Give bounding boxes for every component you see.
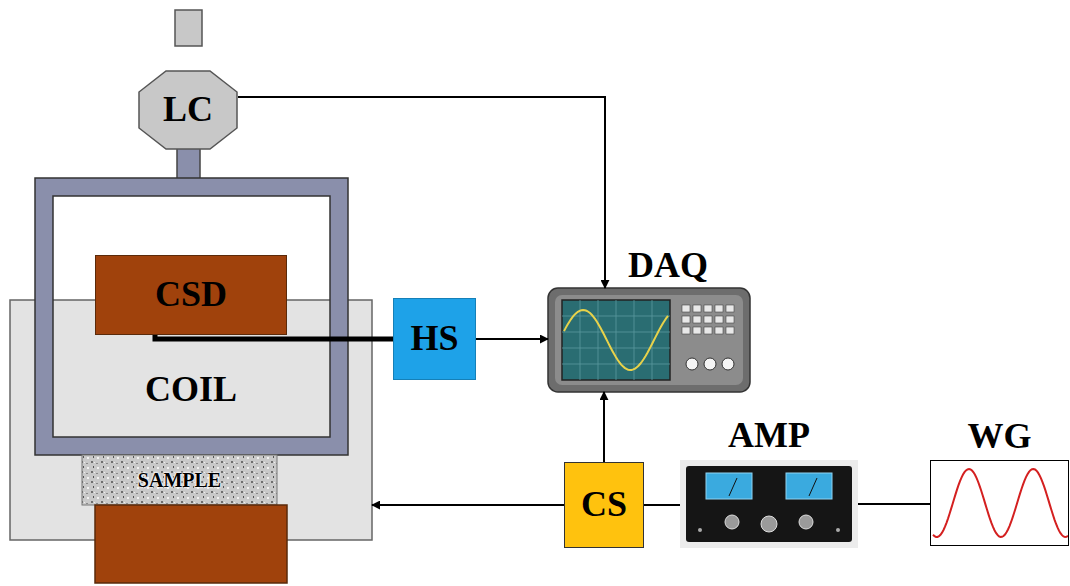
waveform-icon bbox=[933, 469, 1068, 537]
oscilloscope-icon-part-part bbox=[580, 300, 581, 380]
coil-region: COIL SAMPLE bbox=[10, 300, 372, 540]
oscilloscope-icon-part-part bbox=[562, 316, 670, 317]
sample-block: SAMPLE bbox=[82, 455, 277, 505]
signal-connector bbox=[858, 503, 930, 505]
oscilloscope-icon-part bbox=[704, 358, 716, 370]
oscilloscope-icon-part-part bbox=[715, 327, 723, 334]
bottom-pole-part bbox=[95, 505, 287, 583]
daq-oscilloscope: DAQ bbox=[548, 288, 750, 392]
node-label: WG bbox=[931, 417, 1068, 457]
current-sensor-box: CS bbox=[564, 462, 644, 548]
amplifier-icon bbox=[680, 460, 858, 548]
node-label: LC bbox=[163, 90, 213, 130]
oscilloscope-icon-part-part bbox=[715, 305, 723, 312]
sample-block-part bbox=[82, 455, 277, 505]
hall-sensor-box: HS bbox=[393, 298, 476, 380]
oscilloscope-icon-part bbox=[548, 288, 750, 392]
oscilloscope-icon-part-part bbox=[715, 316, 723, 323]
oscilloscope-icon-part-part bbox=[693, 305, 701, 312]
signal-connector bbox=[603, 392, 605, 462]
amplifier-icon-part bbox=[725, 515, 739, 529]
oscilloscope-icon-part-part bbox=[682, 327, 690, 334]
signal-connector bbox=[238, 97, 605, 288]
amplifier-icon-part bbox=[761, 516, 777, 532]
load-frame-part bbox=[35, 178, 348, 455]
oscilloscope-icon-part bbox=[722, 358, 734, 370]
oscilloscope-icon-part bbox=[562, 300, 670, 380]
amplifier-icon-part bbox=[786, 473, 832, 499]
node-label: HS bbox=[410, 319, 458, 359]
load-frame bbox=[35, 178, 348, 455]
csd-pole: CSD bbox=[95, 255, 287, 335]
amplifier-icon-part bbox=[686, 466, 852, 542]
oscilloscope-icon-part-part bbox=[726, 305, 734, 312]
oscilloscope-icon-part-part bbox=[562, 364, 670, 365]
oscilloscope-icon-part bbox=[682, 305, 734, 334]
node-label: AMP bbox=[680, 416, 858, 456]
oscilloscope-icon-part-part bbox=[704, 305, 712, 312]
oscilloscope-icon-part-part bbox=[704, 327, 712, 334]
oscilloscope-icon-part-part bbox=[693, 316, 701, 323]
oscilloscope-icon-part bbox=[564, 310, 668, 370]
oscilloscope-icon bbox=[548, 288, 750, 392]
amplifier-icon-part bbox=[729, 478, 737, 496]
oscilloscope-icon-part-part bbox=[726, 327, 734, 334]
signal-connector bbox=[476, 338, 548, 340]
waveform-icon-part bbox=[933, 469, 1068, 537]
oscilloscope-icon-part-part bbox=[682, 316, 690, 323]
bottom-pole bbox=[95, 505, 287, 583]
node-label: COIL bbox=[10, 370, 372, 410]
oscilloscope-icon-part-part bbox=[562, 348, 670, 349]
load-cell-octagon: LC bbox=[138, 70, 238, 150]
oscilloscope-icon-part-part bbox=[652, 300, 653, 380]
amplifier-icon-part bbox=[706, 473, 752, 499]
amplifier-icon-part bbox=[680, 460, 858, 548]
oscilloscope-icon-part-part bbox=[616, 300, 617, 380]
signal-connector bbox=[372, 504, 564, 506]
load-cell-stems-part bbox=[175, 10, 202, 46]
oscilloscope-icon-part-part bbox=[726, 316, 734, 323]
octagon-outline bbox=[139, 71, 237, 149]
oscilloscope-icon-part-part bbox=[693, 327, 701, 334]
node-label: CS bbox=[581, 485, 627, 525]
oscilloscope-icon-part bbox=[686, 358, 698, 370]
oscilloscope-icon-part bbox=[562, 300, 670, 380]
oscilloscope-icon-part-part bbox=[682, 305, 690, 312]
amplifier: AMP bbox=[680, 460, 858, 548]
node-label: SAMPLE bbox=[138, 469, 221, 491]
oscilloscope-icon-part-part bbox=[704, 316, 712, 323]
amplifier-icon-part bbox=[809, 478, 817, 496]
amplifier-icon-part bbox=[836, 528, 840, 532]
amplifier-icon-part bbox=[799, 515, 813, 529]
coil-housing-part bbox=[10, 300, 372, 540]
oscilloscope-icon-part bbox=[555, 295, 743, 385]
amplifier-icon-part bbox=[698, 528, 702, 532]
sample-block bbox=[82, 455, 277, 505]
load-cell-stems-part bbox=[177, 148, 200, 179]
signal-connector bbox=[644, 504, 680, 506]
node-label: DAQ bbox=[628, 246, 708, 286]
waveform-generator: WG bbox=[930, 460, 1069, 546]
coil-housing bbox=[10, 300, 372, 540]
node-label: CSD bbox=[155, 275, 227, 315]
oscilloscope-icon-part-part bbox=[562, 332, 670, 333]
oscilloscope-icon-part-part bbox=[598, 300, 599, 380]
